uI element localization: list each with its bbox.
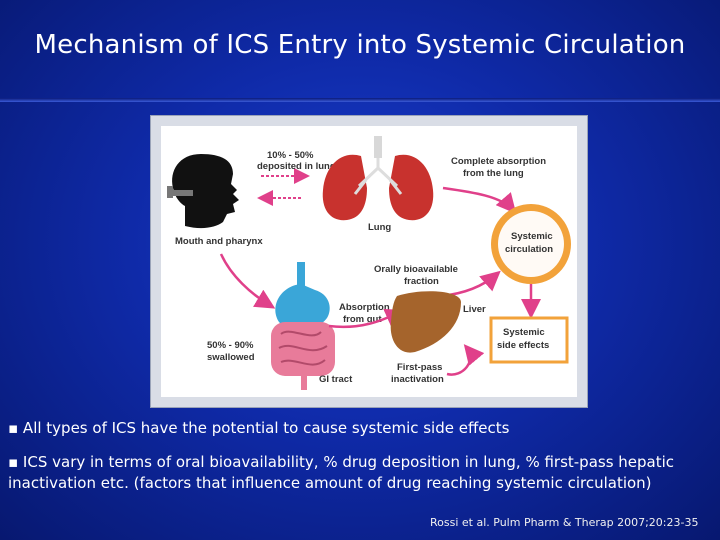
diagram-frame: 10% - 50% deposited in lung Lung Complet… [150, 115, 588, 408]
lung-to-circulation-arrow [442, 186, 517, 214]
absorption-gut-label-1: Absorption [339, 302, 390, 313]
deposited-label-1: 10% - 50% [267, 150, 314, 161]
lung-illustration [322, 136, 434, 221]
bullet-ics-variation: ▪ ICS vary in terms of oral bioavailabil… [8, 453, 675, 492]
ics-mechanism-diagram: 10% - 50% deposited in lung Lung Complet… [167, 136, 571, 390]
systemic-circulation-label-1: Systemic [511, 231, 553, 242]
mouth-pharynx-label: Mouth and pharynx [175, 236, 263, 247]
oral-bioavailable-label-1: Orally bioavailable [374, 264, 458, 275]
citation: Rossi et al. Pulm Pharm & Therap 2007;20… [430, 516, 699, 529]
complete-absorption-label-1: Complete absorption [451, 156, 546, 167]
side-effects-box [489, 316, 569, 364]
deposition-arrows [257, 168, 310, 206]
swallow-arrow [219, 253, 276, 309]
absorption-gut-label-2: from gut [343, 314, 382, 325]
head-silhouette [167, 154, 239, 229]
first-pass-arrow [446, 344, 485, 376]
lung-label: Lung [368, 222, 391, 233]
first-pass-label-2: inactivation [391, 374, 444, 385]
liver-to-circulation-arrow [440, 270, 501, 298]
intestine-illustration [271, 322, 335, 390]
liver-illustration [390, 291, 461, 353]
swallowed-label-1: 50% - 90% [207, 340, 254, 351]
side-effects-label-1: Systemic [503, 327, 545, 338]
liver-label: Liver [463, 304, 486, 315]
oral-bioavailable-label-2: fraction [404, 276, 439, 287]
side-effects-label-2: side effects [497, 340, 549, 351]
title-divider [0, 98, 720, 102]
slide-title: Mechanism of ICS Entry into Systemic Cir… [34, 30, 686, 60]
gi-tract-label: GI tract [319, 374, 353, 385]
systemic-circulation-label-2: circulation [505, 244, 553, 255]
swallowed-label-2: swallowed [207, 352, 255, 363]
complete-absorption-label-2: from the lung [463, 168, 524, 179]
bullet-side-effects: ▪ All types of ICS have the potential to… [8, 419, 510, 437]
deposited-label-2: deposited in lung [257, 161, 336, 172]
diagram-canvas: 10% - 50% deposited in lung Lung Complet… [161, 126, 577, 397]
first-pass-label-1: First-pass [397, 362, 442, 373]
stomach-illustration [275, 262, 330, 330]
